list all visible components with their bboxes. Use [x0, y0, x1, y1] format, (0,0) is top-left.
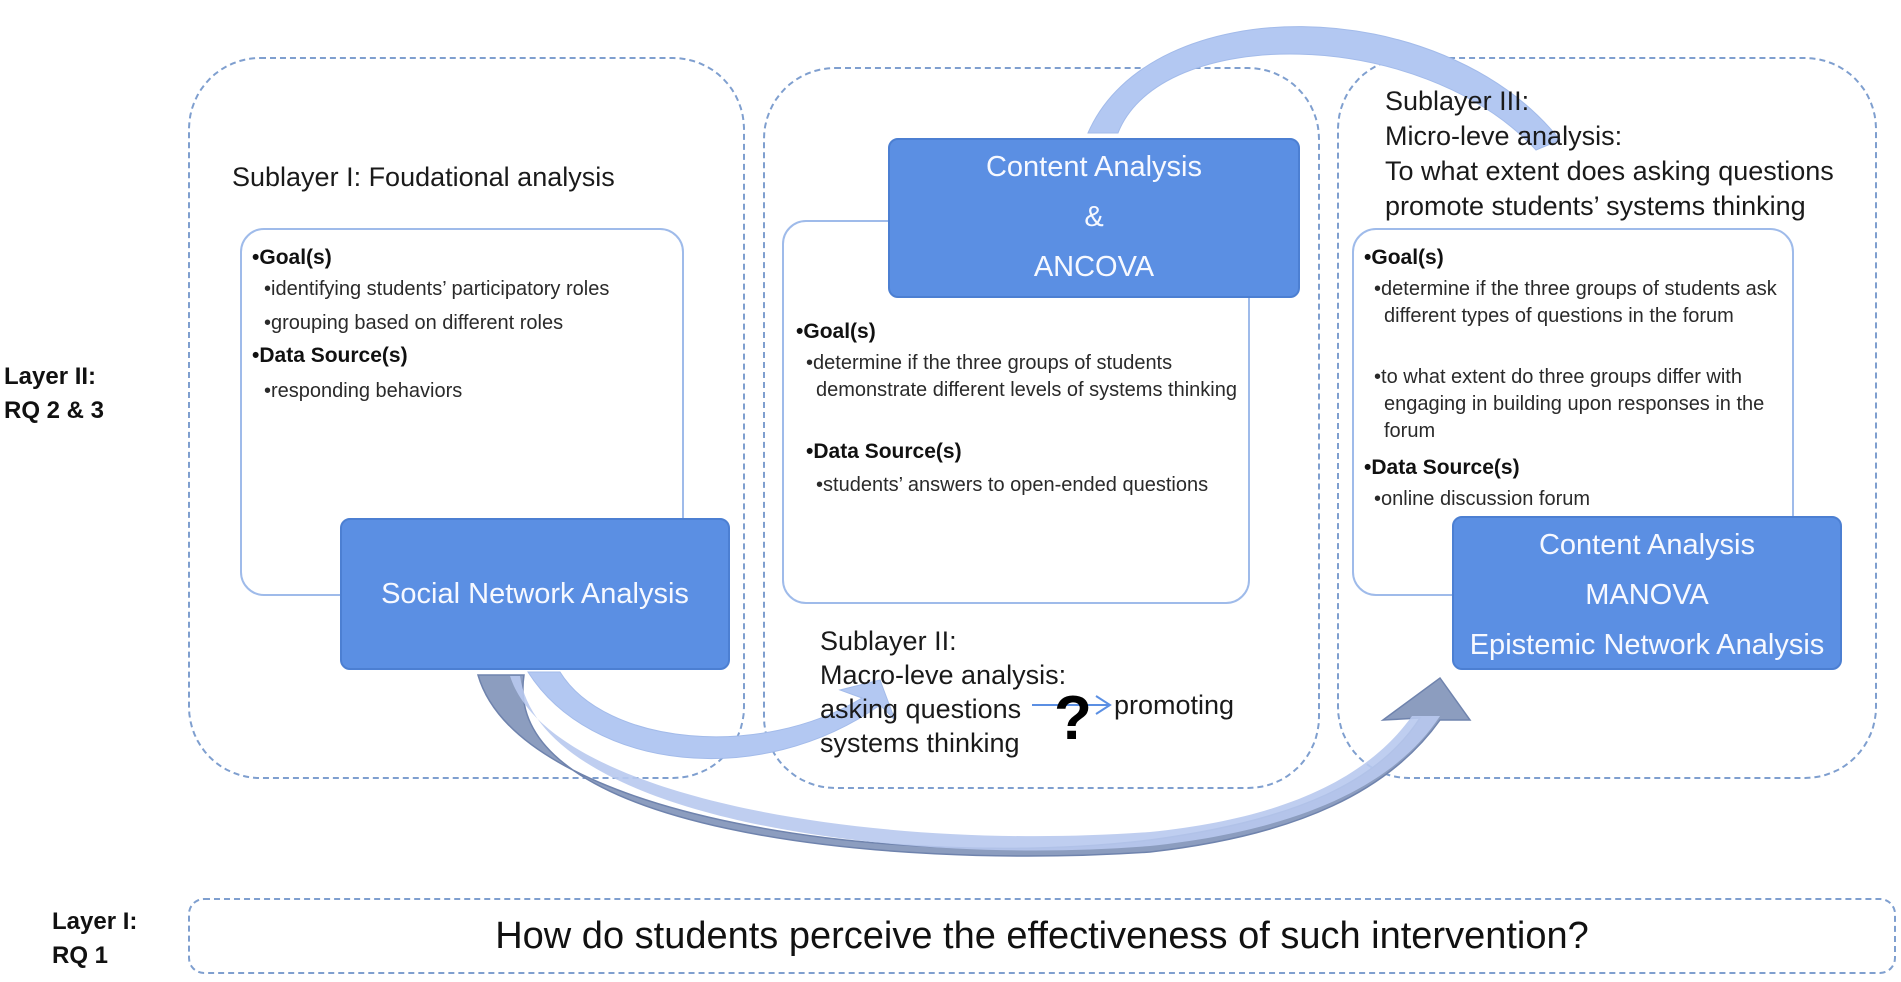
sublayer-1-method: Social Network Analysis — [381, 578, 689, 610]
sublayer-1-goal-1: •identifying students’ participatory rol… — [264, 278, 610, 300]
sublayer-2-source-1: •students’ answers to open-ended questio… — [816, 474, 1209, 496]
sublayer-2-title-line2: Macro-leve analysis: — [820, 660, 1067, 690]
layer-1-question: How do students perceive the effectivene… — [495, 915, 1589, 957]
sublayer-2-method-box: Content Analysis & ANCOVA — [888, 138, 1300, 298]
arrow-sna-to-sublayer3 — [476, 674, 1472, 857]
sublayer-3-method-line2: MANOVA — [1585, 579, 1709, 611]
sublayer-3-method-line3: Epistemic Network Analysis — [1469, 629, 1825, 661]
sublayer-2-goal-head: •Goal(s) — [796, 320, 876, 343]
sublayer-3-method-line1: Content Analysis — [1538, 529, 1755, 561]
sublayer-2-panel — [763, 67, 1320, 789]
sublayer-1-source-1: •responding behaviors — [264, 380, 463, 402]
sublayer-3-title-line3: To what extent does asking questions — [1385, 156, 1834, 186]
sublayer-1-method-box: Social Network Analysis — [340, 518, 730, 670]
sublayer-3-panel — [1337, 57, 1877, 779]
sublayer-3-title-line4: promote students’ systems thinking — [1385, 191, 1806, 221]
sublayer-3-method-box: Content Analysis MANOVA Epistemic Networ… — [1452, 516, 1842, 670]
sublayer-2-title-line4: systems thinking — [820, 728, 1020, 758]
sublayer-3-source-head: •Data Source(s) — [1364, 456, 1520, 479]
layer-1-label-line1: Layer I: — [52, 908, 138, 935]
sublayer-1-goal-2: •grouping based on different roles — [264, 312, 564, 334]
sublayer-1-goal-head: •Goal(s) — [252, 246, 332, 269]
sublayer-2-method-line2: & — [1084, 201, 1104, 233]
sublayer-1-source-head: •Data Source(s) — [252, 344, 408, 367]
sublayer-2-promoting: promoting — [1114, 690, 1235, 720]
sublayer-2-title-line3: asking questions — [820, 694, 1022, 724]
sublayer-2-method-line1: Content Analysis — [985, 151, 1202, 183]
question-mark: ? — [1054, 684, 1092, 753]
sublayer-3-source-1: •online discussion forum — [1374, 488, 1591, 510]
layer-1-label-line2: RQ 1 — [52, 942, 109, 969]
arrow-sna-to-sublayer2 — [527, 671, 896, 760]
sublayer-3-title: Sublayer III: Micro-leve analysis: To wh… — [1385, 84, 1834, 224]
sublayer-2-source-head: •Data Source(s) — [806, 440, 962, 463]
layer-1-question-box: How do students perceive the effectivene… — [188, 898, 1896, 974]
sublayer-3-goal-2: •to what extent do three groups differ w… — [1374, 366, 1765, 442]
sublayer-1-panel — [188, 57, 745, 779]
layer-2-label: Layer II: RQ 2 & 3 — [4, 360, 104, 428]
layer-1-label: Layer I: RQ 1 — [52, 905, 137, 973]
sublayer-2-title-line1: Sublayer II: — [820, 626, 957, 656]
sublayer-3-goal-1: •determine if the three groups of studen… — [1374, 278, 1777, 327]
sublayer-3-goal-head: •Goal(s) — [1364, 246, 1444, 269]
sublayer-3-title-line1: Sublayer III: — [1385, 86, 1530, 116]
sublayer-3-title-line2: Micro-leve analysis: — [1385, 121, 1623, 151]
sublayer-1-title: Sublayer I: Foudational analysis — [232, 162, 615, 192]
arrow-ancova-to-sublayer3 — [1087, 26, 1561, 151]
sublayer-2-goal-1: •determine if the three groups of studen… — [806, 352, 1237, 401]
layer-2-label-line2: RQ 2 & 3 — [4, 397, 105, 424]
sublayer-2-title: Sublayer II: Macro-leve analysis: asking… — [820, 624, 1066, 760]
sublayer-2-method-line3: ANCOVA — [1033, 251, 1155, 283]
layer-2-label-line1: Layer II: — [4, 363, 97, 390]
